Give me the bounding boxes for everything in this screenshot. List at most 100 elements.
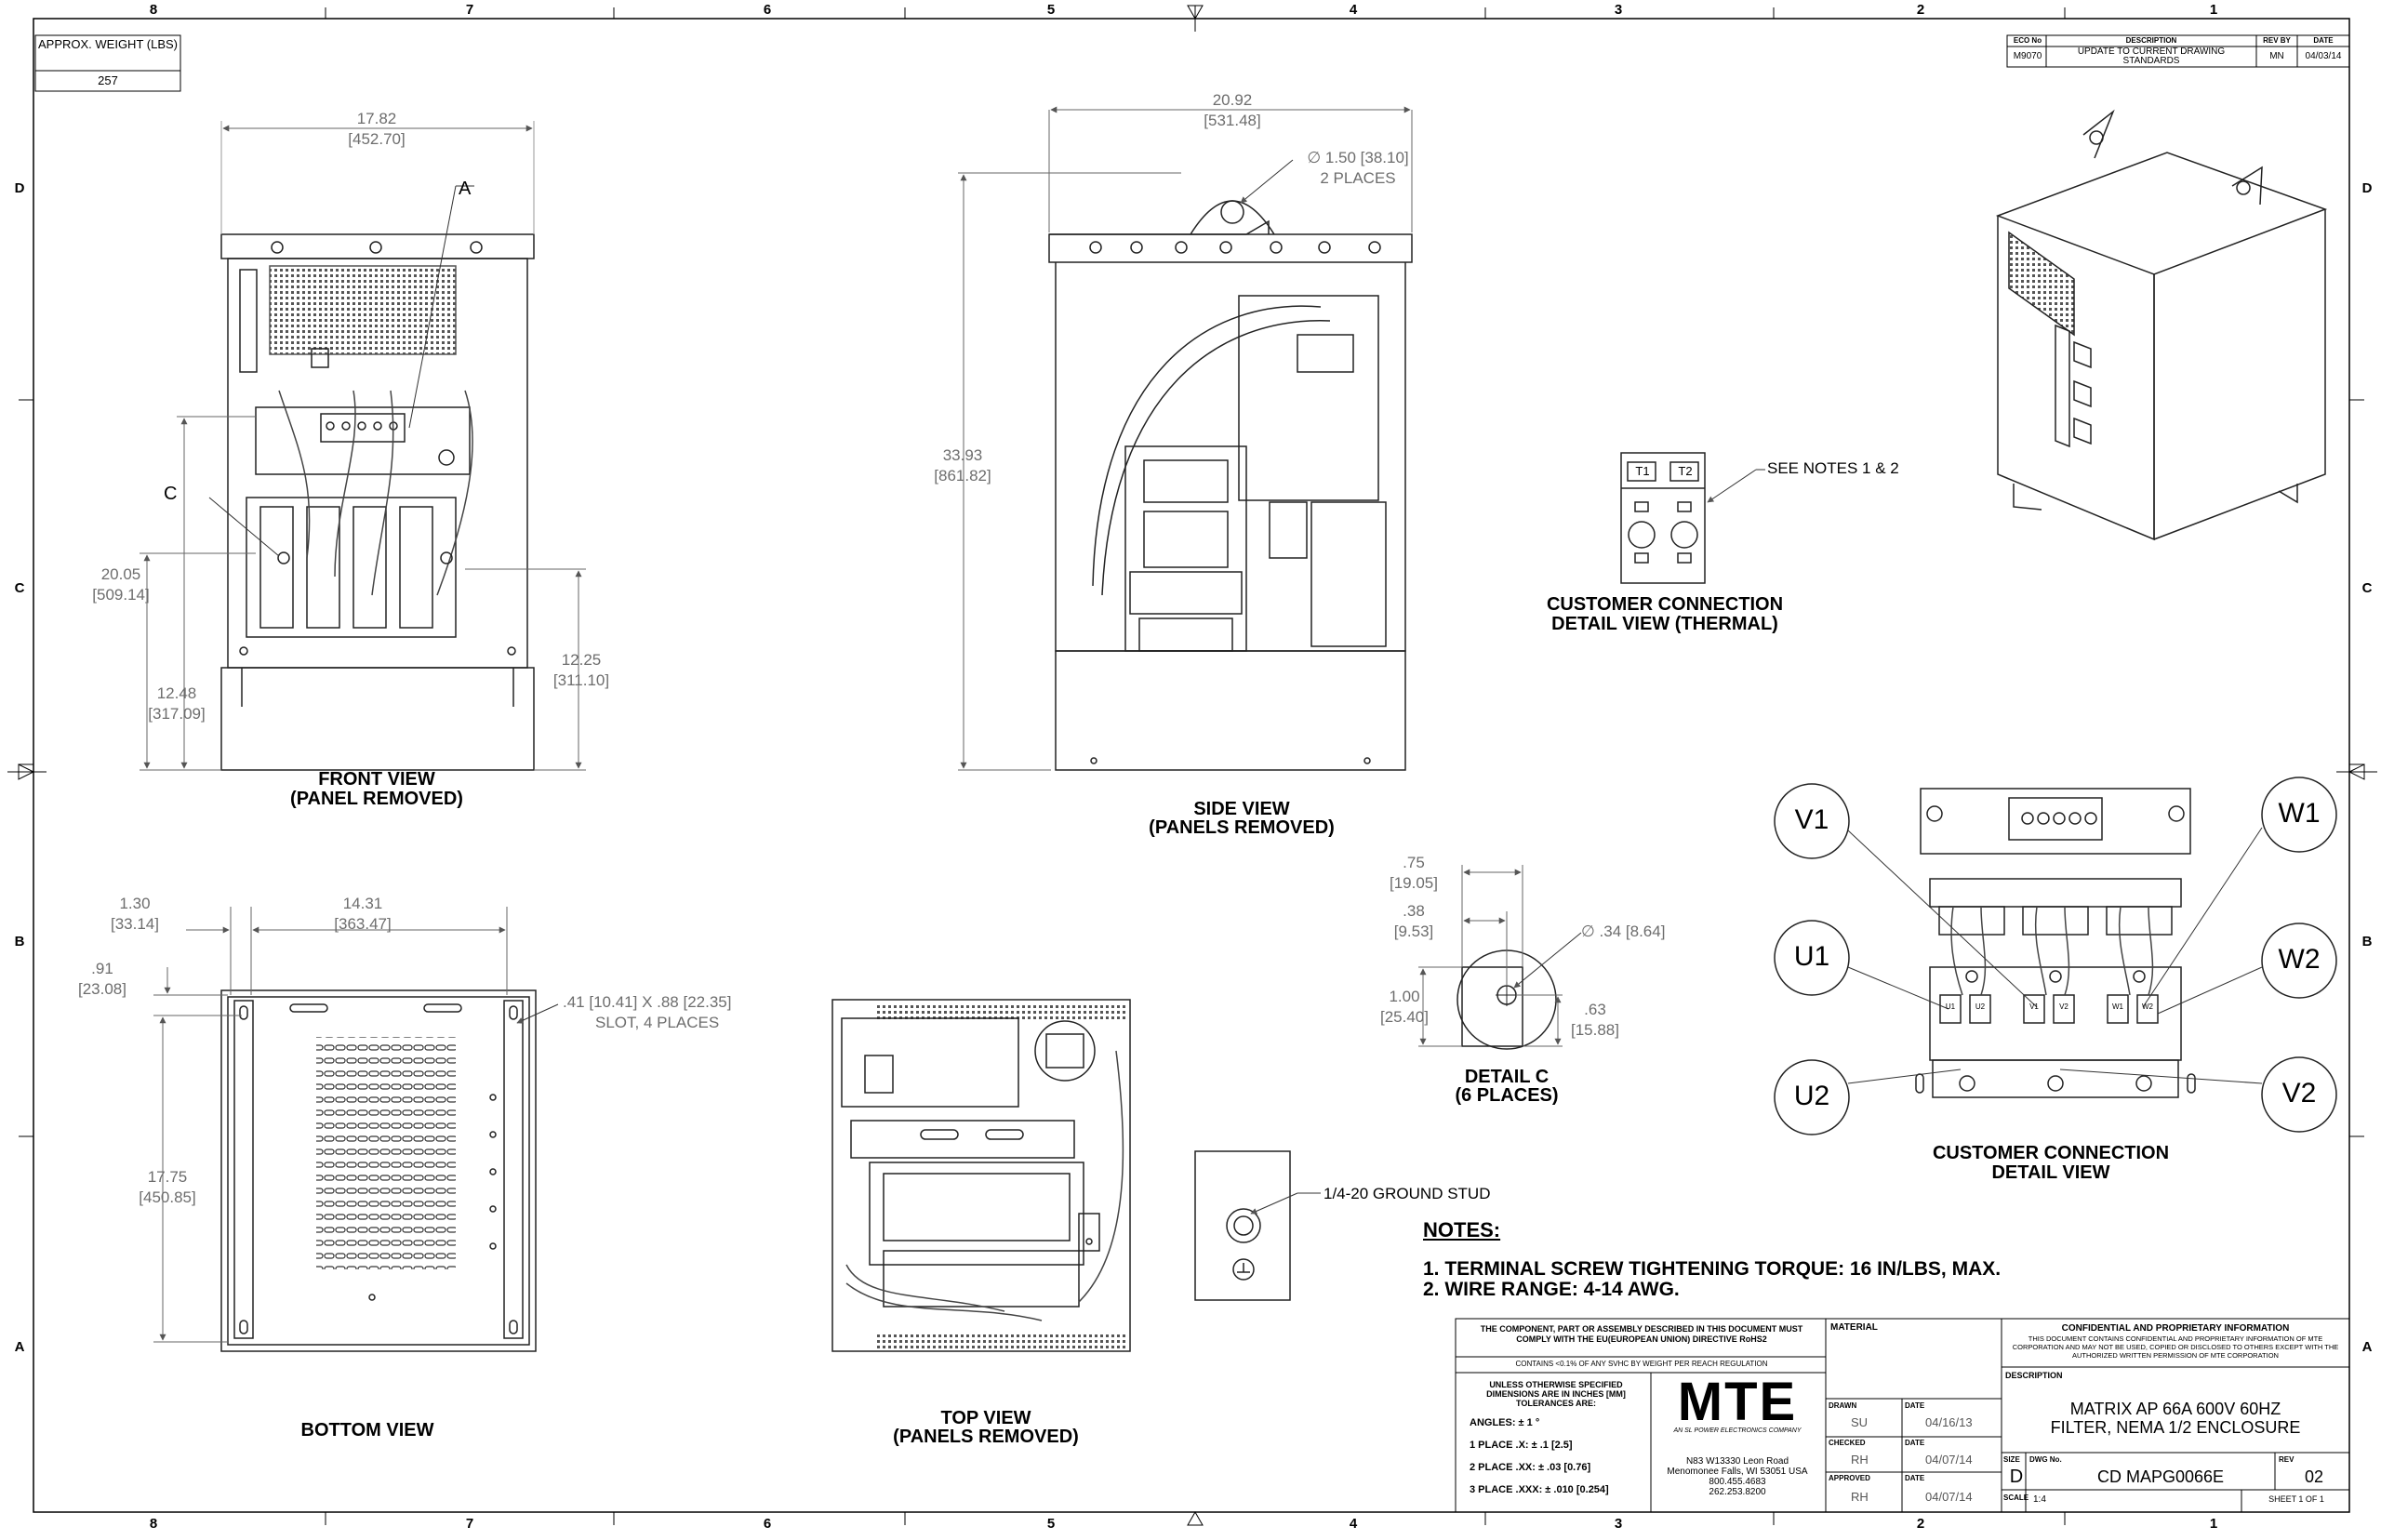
thermal-terminal-t2: T2	[1678, 464, 1693, 478]
drawn-date: 04/16/13	[1925, 1415, 1973, 1429]
note-1: 1. TERMINAL SCREW TIGHTENING TORQUE: 16 …	[1423, 1258, 2002, 1280]
title-block-lines	[34, 34, 2350, 1513]
address-line-3: 800.455.4683	[1709, 1477, 1766, 1487]
address-line-2: Menomonee Falls, WI 53051 USA	[1667, 1467, 1808, 1477]
zone-b-left: B	[14, 934, 25, 949]
zone-2-top: 2	[1916, 2, 1925, 18]
thermal-detail-drawing	[1620, 452, 1706, 584]
isometric-view-drawing	[1995, 109, 2328, 541]
confidential-text: THIS DOCUMENT CONTAINS CONFIDENTIAL AND …	[2012, 1334, 2339, 1360]
zone-4-bottom: 4	[1349, 1516, 1358, 1532]
note-2: 2. WIRE RANGE: 4-14 AWG.	[1423, 1279, 1680, 1300]
bottom-d1-mm: [33.14]	[111, 915, 159, 933]
reach-note: CONTAINS <0.1% OF ANY SVHC BY WEIGHT PER…	[1515, 1360, 1768, 1368]
terminal-label-w2: W2	[2142, 1002, 2153, 1011]
dwg-no: CD MAPG0066E	[2096, 1467, 2225, 1486]
detail-c-dimensions	[1418, 865, 1582, 1047]
zone-d-right: D	[2361, 180, 2373, 196]
description-label: DESCRIPTION	[2005, 1371, 2063, 1380]
tolerance-2-place: 2 PLACE .XX: ± .03 [0.76]	[1470, 1462, 1591, 1473]
approved-by: RH	[1851, 1490, 1869, 1504]
sheet-number: SHEET 1 OF 1	[2268, 1494, 2324, 1504]
zone-6-top: 6	[763, 2, 772, 18]
detail-c-d4-mm: [15.88]	[1571, 1021, 1619, 1039]
side-width-in: 20.92	[1212, 91, 1253, 109]
dwg-no-label: DWG No.	[2029, 1455, 2062, 1464]
terminal-label-u1: U1	[1945, 1002, 1956, 1011]
approved-label: APPROVED	[1829, 1474, 1870, 1482]
approved-date: 04/07/14	[1925, 1490, 1973, 1504]
detail-c-d3-in: 1.00	[1389, 988, 1420, 1005]
bottom-d4-mm: [450.85]	[139, 1188, 196, 1206]
address-line-4: 262.253.8200	[1709, 1487, 1766, 1497]
front-h1-in: 20.05	[100, 565, 141, 583]
rev-header-date: DATE	[2313, 36, 2334, 45]
tolerance-1-place: 1 PLACE .X: ± .1 [2.5]	[1470, 1440, 1573, 1451]
detail-c-title: DETAIL C	[1464, 1067, 1550, 1087]
side-height-mm: [861.82]	[934, 467, 991, 485]
rev-header-eco: ECO No	[2013, 36, 2042, 45]
rev-date: 04/03/14	[2305, 51, 2342, 61]
drawn-date-label: DATE	[1905, 1401, 1925, 1410]
bubble-w2: W2	[2278, 944, 2321, 975]
checked-date-label: DATE	[1905, 1439, 1925, 1447]
front-view-dimensions	[140, 125, 586, 771]
zone-a-left: A	[14, 1339, 25, 1355]
detail-c-d2-mm: [9.53]	[1393, 923, 1434, 940]
side-hole-places: 2 PLACES	[1320, 169, 1396, 187]
side-view-subtitle: (PANELS REMOVED)	[1149, 817, 1335, 838]
bubble-v1: V1	[1794, 804, 1829, 835]
zone-c-left: C	[14, 580, 25, 596]
zone-c-right: C	[2361, 580, 2373, 596]
thermal-terminal-t1: T1	[1635, 464, 1650, 478]
address-line-1: N83 W13330 Leon Road	[1685, 1456, 1789, 1467]
thermal-detail-title: CUSTOMER CONNECTION	[1546, 594, 1784, 615]
detail-c-d1-in: .75	[1403, 854, 1425, 871]
confidential-title: CONFIDENTIAL AND PROPRIETARY INFORMATION	[2061, 1323, 2290, 1334]
detail-c-d1-mm: [19.05]	[1390, 874, 1438, 892]
zone-7-bottom: 7	[465, 1516, 474, 1532]
zone-8-top: 8	[149, 2, 158, 18]
bottom-d1-in: 1.30	[119, 895, 151, 912]
front-callout-a: A	[459, 179, 472, 199]
terminal-label-u2: U2	[1975, 1002, 1986, 1011]
checked-by: RH	[1851, 1453, 1869, 1467]
bottom-d3-in: .91	[91, 960, 113, 977]
rev-eco-no: M9070	[2013, 51, 2042, 61]
terminal-label-w1: W1	[2112, 1002, 2123, 1011]
zone-5-top: 5	[1046, 2, 1056, 18]
thermal-leader	[1707, 469, 1765, 503]
mte-logo: MTE	[1677, 1372, 1798, 1432]
terminal-label-v2: V2	[2059, 1002, 2068, 1011]
front-h2-mm: [317.09]	[148, 705, 206, 723]
rev-description: UPDATE TO CURRENT DRAWING STANDARDS	[2077, 46, 2226, 66]
checked-date: 04/07/14	[1925, 1453, 1973, 1467]
front-width-in: 17.82	[356, 110, 397, 127]
front-view-title: FRONT VIEW	[318, 769, 435, 790]
bottom-d2-in: 14.31	[342, 895, 383, 912]
description-line-1: MATRIX AP 66A 600V 60HZ	[2069, 1400, 2281, 1418]
connection-detail-drawing	[1774, 777, 2337, 1135]
size-label: SIZE	[2003, 1455, 2020, 1464]
zone-4-top: 4	[1349, 2, 1358, 18]
mte-logo-mark	[1654, 1387, 1808, 1425]
rev-header-revby: REV BY	[2263, 36, 2291, 45]
bottom-slot-size: .41 [10.41] X .88 [22.35]	[563, 993, 732, 1011]
top-view-title: TOP VIEW	[940, 1408, 1031, 1428]
side-view-title: SIDE VIEW	[1193, 799, 1290, 819]
bottom-d4-in: 17.75	[147, 1168, 188, 1186]
front-h2-in: 12.48	[156, 684, 197, 702]
zone-8-bottom: 8	[149, 1516, 158, 1532]
material-label: MATERIAL	[1830, 1322, 1878, 1333]
bubble-u2: U2	[1793, 1081, 1830, 1111]
bottom-d2-mm: [363.47]	[334, 915, 392, 933]
side-hole-diameter: ∅ 1.50 [38.10]	[1307, 149, 1409, 166]
connection-detail-title: CUSTOMER CONNECTION	[1932, 1143, 2170, 1163]
detail-c-d2-in: .38	[1403, 902, 1425, 920]
detail-c-d4-in: .63	[1584, 1001, 1606, 1018]
weight-value: 257	[98, 73, 118, 87]
front-view-drawing	[220, 121, 535, 771]
sheet-border	[7, 5, 2377, 1526]
bottom-view-title: BOTTOM VIEW	[300, 1420, 434, 1440]
